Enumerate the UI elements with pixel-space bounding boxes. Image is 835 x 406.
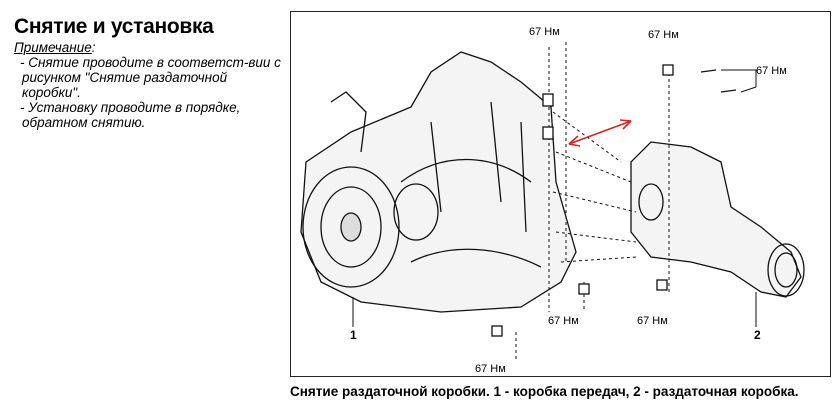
torque-label: 67 Нм: [475, 363, 506, 375]
part-number-transfer-case: 2: [754, 328, 761, 342]
transmission-illustration: [300, 42, 805, 362]
note-block: Примечание: - Снятие проводите в соответ…: [14, 40, 284, 130]
red-arrow-annotation: [568, 119, 632, 147]
page-title: Снятие и установка: [14, 15, 214, 38]
torque-label: 67 Нм: [637, 315, 668, 327]
torque-label: 67 Нм: [529, 26, 560, 38]
torque-label: 67 Нм: [548, 315, 579, 327]
figure-transfer-case-removal: 67 Нм 67 Нм 67 Нм 67 Нм 67 Нм 67 Нм 1 2: [290, 11, 831, 377]
torque-label: 67 Нм: [756, 65, 787, 77]
torque-label: 67 Нм: [648, 29, 679, 41]
note-label: Примечание: [14, 40, 92, 55]
part-number-gearbox: 1: [350, 328, 357, 342]
figure-caption: Снятие раздаточной коробки. 1 - коробка …: [290, 384, 799, 399]
note-item: - Установку проводите в порядке, обратно…: [20, 100, 241, 130]
note-item: - Снятие проводите в соответст-вии с рис…: [20, 55, 281, 100]
